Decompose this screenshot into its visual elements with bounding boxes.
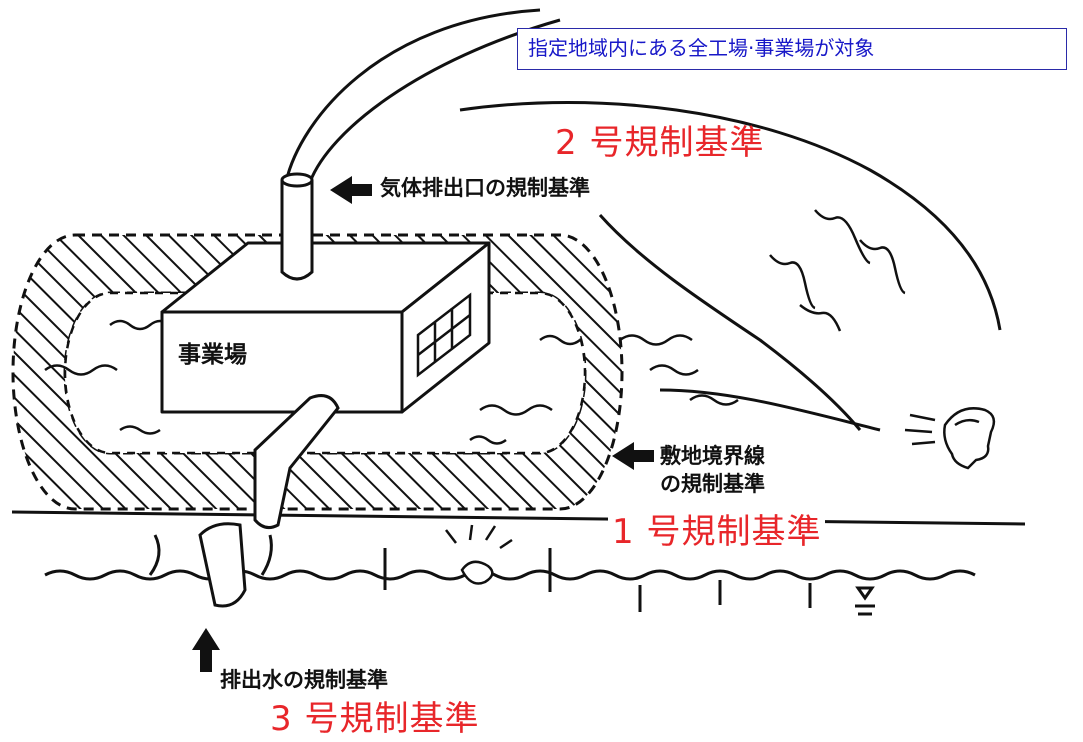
hill-lines (459, 101, 1002, 432)
scope-note: 指定地域内にある全工場·事業場が対象 (528, 36, 875, 60)
standard-no2-label: 2 号規制基準 (555, 123, 765, 163)
person-head-drawing (904, 407, 996, 470)
fish-drawing (445, 524, 513, 585)
standard-no3-label: 3 号規制基準 (270, 699, 480, 739)
gas-plume (284, 8, 561, 183)
chimney (280, 172, 314, 281)
gas-outlet-label: 気体排出口の規制基準 (380, 176, 590, 200)
boundary-label-line2: の規制基準 (660, 472, 765, 496)
drain-pipe (198, 394, 340, 608)
air-squiggles (44, 209, 906, 445)
factory-building (160, 241, 491, 414)
factory-windows (416, 292, 472, 378)
boundary-label-line1: 敷地境界線 (660, 444, 765, 468)
standard-no1-label: 1 号規制基準 (608, 515, 826, 549)
effluent-label: 排出水の規制基準 (220, 668, 388, 692)
scope-note-box (517, 28, 1067, 70)
ground-and-water (11, 510, 1026, 616)
pointer-arrows (192, 176, 654, 672)
factory-label: 事業場 (178, 342, 247, 368)
